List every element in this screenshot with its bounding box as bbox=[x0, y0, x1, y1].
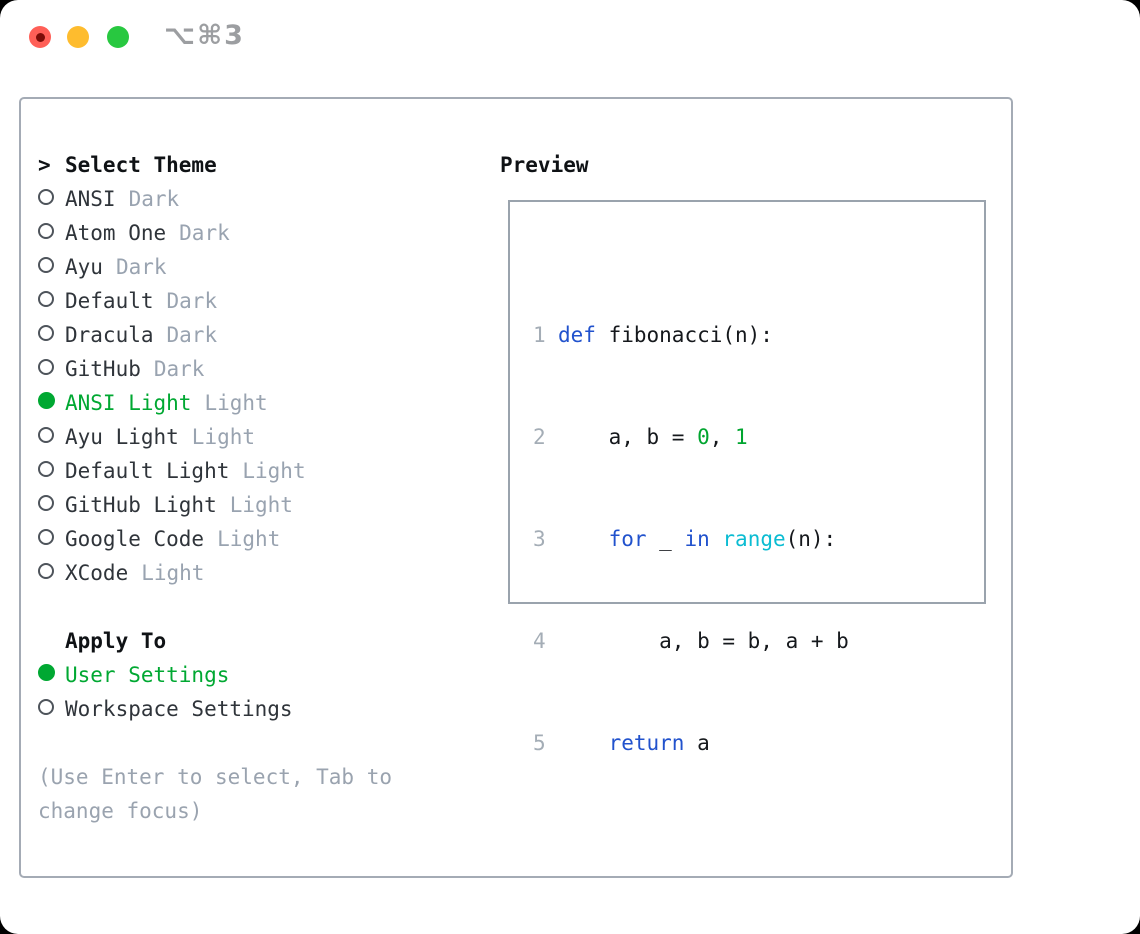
theme-variant-tag: Light bbox=[191, 425, 256, 449]
zoom-button[interactable] bbox=[107, 26, 129, 48]
window-titlebar: ⌥⌘3 bbox=[0, 0, 1140, 75]
theme-option-default-light[interactable]: Default Light Light bbox=[38, 454, 392, 488]
theme-name: ANSI bbox=[65, 187, 116, 211]
spacer bbox=[38, 726, 392, 760]
theme-option-ansi-light[interactable]: ANSI Light Light bbox=[38, 386, 392, 420]
apply-option-label: User Settings bbox=[65, 663, 230, 687]
theme-option-github-light[interactable]: GitHub Light Light bbox=[38, 488, 392, 522]
theme-variant-tag: Light bbox=[204, 391, 268, 415]
radio-icon bbox=[38, 325, 54, 341]
theme-variant-tag: Light bbox=[217, 527, 281, 551]
theme-variant-tag: Dark bbox=[179, 221, 230, 245]
apply-option-workspace-settings[interactable]: Workspace Settings bbox=[38, 692, 392, 726]
select-theme-title: Select Theme bbox=[65, 153, 217, 177]
code-line: 5 return a bbox=[533, 726, 912, 760]
radio-selected-icon bbox=[38, 664, 55, 681]
radio-icon bbox=[38, 461, 54, 477]
line-number: 2 bbox=[533, 425, 546, 449]
theme-name: Default Light bbox=[65, 459, 230, 483]
radio-icon bbox=[38, 699, 54, 715]
theme-option-dracula-dark[interactable]: Dracula Dark bbox=[38, 318, 392, 352]
focus-marker-icon: > bbox=[38, 153, 51, 177]
theme-name: Dracula bbox=[65, 323, 154, 347]
theme-variant-tag: Dark bbox=[128, 187, 180, 211]
radio-icon bbox=[38, 529, 54, 545]
theme-variant-tag: Light bbox=[229, 493, 293, 517]
radio-icon bbox=[38, 563, 54, 579]
theme-variant-tag: Light bbox=[141, 561, 205, 585]
minimize-button[interactable] bbox=[67, 26, 89, 48]
usage-hint-line1: (Use Enter to select, Tab to bbox=[38, 765, 393, 789]
close-button[interactable] bbox=[29, 26, 51, 48]
theme-name: GitHub bbox=[65, 357, 141, 381]
theme-name: Ayu bbox=[65, 255, 103, 279]
radio-icon bbox=[38, 359, 54, 375]
theme-variant-tag: Dark bbox=[115, 255, 167, 279]
radio-icon bbox=[38, 291, 54, 307]
theme-name: Default bbox=[65, 289, 154, 313]
code-line: 2 a, b = 0, 1 bbox=[533, 420, 912, 454]
apply-to-header: Apply To bbox=[38, 624, 392, 658]
theme-option-atom-one-dark[interactable]: Atom One Dark bbox=[38, 216, 392, 250]
radio-icon bbox=[38, 257, 54, 273]
theme-option-ansi-dark[interactable]: ANSI Dark bbox=[38, 182, 392, 216]
line-number: 3 bbox=[533, 527, 546, 551]
radio-icon bbox=[38, 223, 54, 239]
theme-variant-tag: Dark bbox=[153, 357, 205, 381]
spacer bbox=[38, 590, 392, 624]
code-line: 3 for _ in range(n): bbox=[533, 522, 912, 556]
blank-line bbox=[533, 862, 912, 896]
preview-title: Preview bbox=[500, 153, 589, 177]
theme-option-ayu-light[interactable]: Ayu Light Light bbox=[38, 420, 392, 454]
keyboard-shortcut-label: ⌥⌘3 bbox=[164, 20, 245, 51]
theme-variant-tag: Dark bbox=[166, 323, 218, 347]
line-number: 1 bbox=[533, 323, 546, 347]
theme-option-github-dark[interactable]: GitHub Dark bbox=[38, 352, 392, 386]
apply-option-label: Workspace Settings bbox=[65, 697, 293, 721]
line-number: 4 bbox=[533, 629, 546, 653]
theme-option-google-code-light[interactable]: Google Code Light bbox=[38, 522, 392, 556]
theme-name: Google Code bbox=[65, 527, 205, 551]
usage-hint-line2: change focus) bbox=[38, 799, 203, 823]
apply-option-user-settings[interactable]: User Settings bbox=[38, 658, 392, 692]
theme-option-default-dark[interactable]: Default Dark bbox=[38, 284, 392, 318]
theme-variant-tag: Dark bbox=[166, 289, 218, 313]
select-theme-header: > Select Theme bbox=[38, 148, 392, 182]
theme-option-ayu-dark[interactable]: Ayu Dark bbox=[38, 250, 392, 284]
theme-variant-tag: Light bbox=[242, 459, 306, 483]
radio-icon bbox=[38, 427, 54, 443]
close-button-dot-icon bbox=[35, 32, 45, 42]
theme-name: GitHub Light bbox=[65, 493, 217, 517]
theme-name: ANSI Light bbox=[65, 391, 192, 415]
theme-name: Atom One bbox=[65, 221, 167, 245]
code-line: 4 a, b = b, a + b bbox=[533, 624, 912, 658]
theme-name: Ayu Light bbox=[65, 425, 179, 449]
theme-name: XCode bbox=[65, 561, 129, 585]
apply-to-title: Apply To bbox=[65, 629, 167, 653]
radio-selected-icon bbox=[38, 392, 55, 409]
radio-icon bbox=[38, 189, 54, 205]
theme-option-xcode-light[interactable]: XCode Light bbox=[38, 556, 392, 590]
radio-icon bbox=[38, 495, 54, 511]
line-number: 5 bbox=[533, 731, 546, 755]
